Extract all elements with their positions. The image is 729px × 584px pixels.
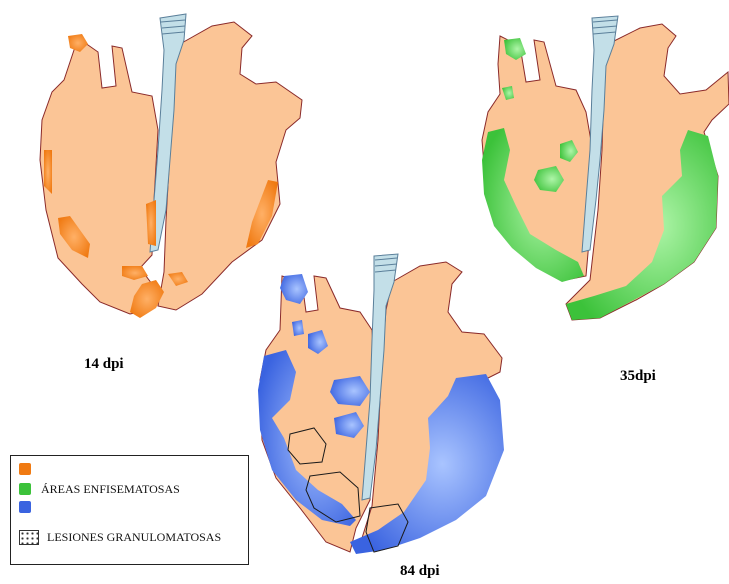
panel-label-84dpi: 84 dpi	[400, 563, 440, 580]
lung-panel-14dpi	[40, 14, 302, 318]
legend-item-blue	[19, 498, 41, 516]
legend-item-green: ÁREAS ENFISEMATOSAS	[19, 480, 180, 498]
legend-item-orange	[19, 460, 41, 478]
lung-panel-84dpi	[258, 254, 504, 554]
lung-panel-35dpi	[482, 16, 729, 320]
legend-item-dotted: LESIONES GRANULOMATOSAS	[19, 528, 221, 546]
legend-label: ÁREAS ENFISEMATOSAS	[41, 482, 180, 497]
panel-label-14dpi: 14 dpi	[84, 356, 124, 373]
legend-box: ÁREAS ENFISEMATOSAS LESIONES GRANULOMATO…	[10, 455, 249, 565]
green-swatch	[19, 483, 31, 495]
dotted-box-swatch	[19, 530, 39, 545]
blue-lesion	[292, 320, 304, 336]
legend-label: LESIONES GRANULOMATOSAS	[47, 530, 221, 545]
orange-swatch	[19, 463, 31, 475]
panel-label-35dpi: 35dpi	[620, 368, 656, 385]
right-lung-lobe	[158, 22, 302, 310]
blue-swatch	[19, 501, 31, 513]
